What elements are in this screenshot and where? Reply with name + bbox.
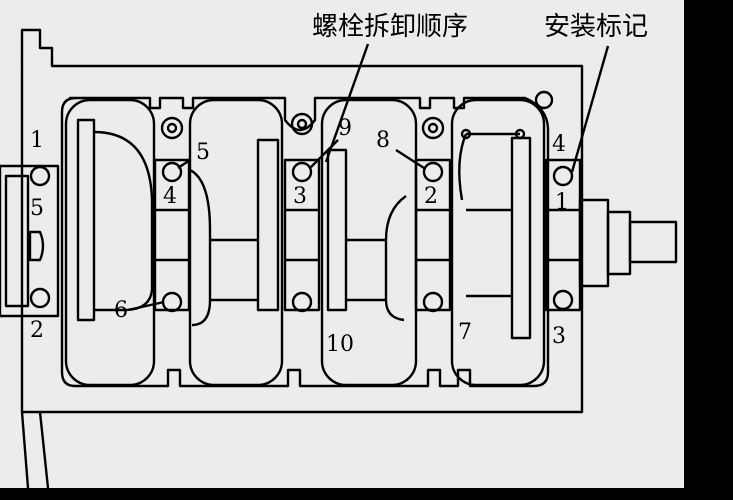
bolt-1 bbox=[29, 165, 51, 187]
leader-5 bbox=[177, 159, 191, 169]
pin-dot bbox=[514, 128, 526, 140]
pin-2 bbox=[326, 148, 348, 312]
web-left-3 bbox=[458, 133, 468, 201]
bolt-5 bbox=[161, 161, 183, 183]
bolt-2 bbox=[29, 287, 51, 309]
journal-number-4: 4 bbox=[163, 184, 177, 209]
journal-number-3: 3 bbox=[293, 184, 307, 209]
bolt-number-1: 1 bbox=[30, 128, 44, 153]
bolt-4 bbox=[552, 165, 574, 187]
counterweight-1 bbox=[76, 118, 96, 322]
nose-step-3 bbox=[628, 220, 678, 264]
bolt-number-3: 3 bbox=[552, 324, 566, 349]
bolt-number-6: 6 bbox=[114, 298, 128, 323]
block-skirt-line bbox=[20, 411, 30, 489]
install-mark-label: 安装标记 bbox=[544, 12, 649, 42]
leader-8 bbox=[395, 148, 425, 170]
flange-slot bbox=[28, 230, 45, 262]
leader-removal-order bbox=[324, 43, 370, 163]
bolt-number-4: 4 bbox=[552, 132, 566, 157]
oil-hole bbox=[160, 116, 184, 140]
oil-hole bbox=[421, 116, 445, 140]
oil-hole bbox=[290, 112, 314, 136]
bolt-number-5: 5 bbox=[196, 140, 210, 165]
bolt-number-2: 2 bbox=[30, 318, 44, 343]
bolt-number-9: 9 bbox=[338, 116, 352, 141]
bolt-number-7: 7 bbox=[458, 320, 472, 345]
leader-install-mark bbox=[570, 45, 610, 173]
bolt-number-10: 10 bbox=[326, 332, 354, 357]
rear-flange-inner bbox=[4, 174, 30, 308]
crankcase-cavity bbox=[60, 96, 550, 388]
pin-dot bbox=[460, 128, 472, 140]
bolt-10 bbox=[291, 291, 313, 313]
pin-1 bbox=[256, 138, 280, 312]
oil-hole-inner bbox=[166, 122, 178, 134]
diagram-panel bbox=[0, 0, 684, 488]
bolt-9 bbox=[291, 161, 313, 183]
dowel-hole bbox=[534, 90, 554, 110]
block-outline bbox=[20, 28, 584, 414]
oil-hole-inner bbox=[296, 118, 308, 130]
bolt-8 bbox=[422, 161, 444, 183]
journal-number-1: 1 bbox=[555, 190, 569, 215]
crank-throw-3 bbox=[450, 98, 546, 387]
rear-flange bbox=[0, 164, 60, 318]
bolt-7 bbox=[422, 291, 444, 313]
leader-6 bbox=[127, 300, 165, 312]
bolt-number-5-flange: 5 bbox=[30, 196, 44, 221]
journal-number-2: 2 bbox=[424, 184, 438, 209]
bolt-number-8: 8 bbox=[376, 128, 390, 153]
oil-hole-inner bbox=[427, 122, 439, 134]
web-curve-2 bbox=[384, 195, 407, 322]
web-curve-1 bbox=[189, 168, 212, 327]
bolt-3 bbox=[552, 289, 574, 311]
block-skirt-line-2 bbox=[38, 411, 50, 489]
removal-order-label: 螺栓拆卸顺序 bbox=[312, 12, 469, 42]
